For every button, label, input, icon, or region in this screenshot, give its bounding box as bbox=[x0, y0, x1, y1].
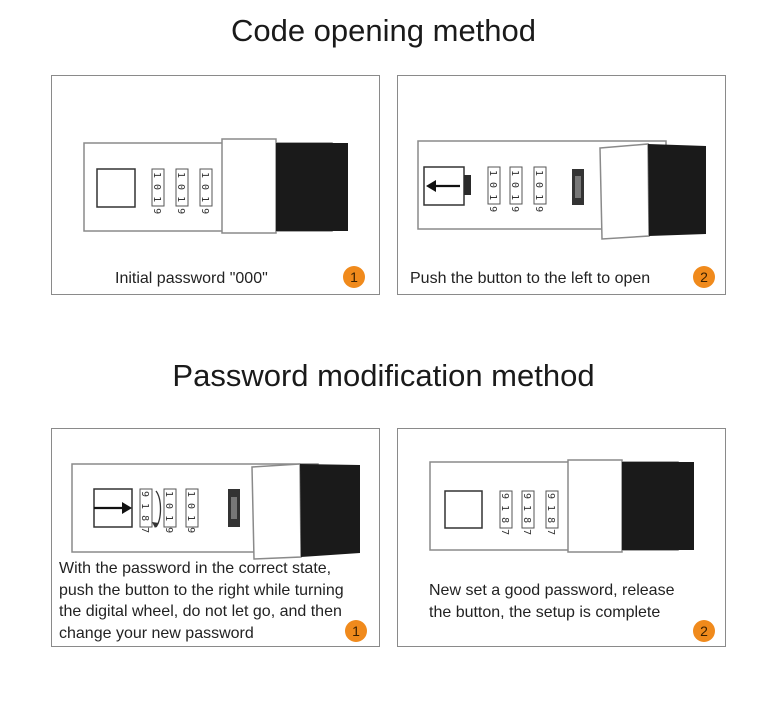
caption-line: the button, the setup is complete bbox=[429, 603, 661, 621]
digit-wheel bbox=[521, 490, 535, 529]
digit-wheel bbox=[487, 166, 501, 205]
latch-window bbox=[231, 497, 237, 519]
digit-wheel bbox=[139, 488, 153, 528]
caption-line: New set a good password, release bbox=[429, 582, 675, 599]
digit-wheel bbox=[509, 166, 523, 205]
lock-illustration-modify: 9 1 8 7 1 0 1 9 1 0 1 9 bbox=[71, 463, 360, 560]
arrow-left-icon bbox=[426, 180, 436, 192]
digit-wheel-label: 1 0 1 9 bbox=[185, 491, 196, 533]
section-title-code-opening: Code opening method bbox=[230, 13, 537, 48]
digit-wheel-label: 9 1 8 7 bbox=[545, 493, 556, 535]
lock-bezel bbox=[567, 459, 623, 553]
digit-wheel bbox=[185, 488, 199, 528]
latch-window bbox=[575, 176, 581, 198]
digit-wheel-label: 1 0 1 9 bbox=[509, 170, 520, 212]
digit-wheel bbox=[499, 490, 513, 529]
push-button bbox=[96, 168, 136, 208]
step-badge: 2 bbox=[693, 620, 715, 642]
digit-wheel bbox=[545, 490, 559, 529]
digit-wheel bbox=[533, 166, 547, 205]
lock-illustration-initial: 1 0 1 9 1 0 1 9 1 0 1 9 bbox=[83, 138, 348, 234]
section-title-password-modification: Password modification method bbox=[172, 358, 595, 393]
digit-wheel-label: 1 0 1 9 bbox=[163, 491, 174, 533]
step-caption: With the password in the correct state, … bbox=[59, 558, 344, 644]
lock-handle bbox=[622, 462, 694, 550]
step-caption: Initial password "000" bbox=[115, 270, 268, 287]
lock-illustration-push-left: 1 0 1 9 1 0 1 9 1 0 1 9 bbox=[417, 140, 706, 240]
digit-wheel bbox=[151, 168, 165, 207]
step-badge: 2 bbox=[693, 266, 715, 288]
caption-line: With the password in the correct state, bbox=[59, 560, 332, 577]
step-badge: 1 bbox=[343, 266, 365, 288]
step-badge: 1 bbox=[345, 620, 367, 642]
lock-bezel bbox=[599, 143, 650, 240]
caption-line: push the button to the right while turni… bbox=[59, 581, 344, 599]
lock-handle bbox=[300, 464, 360, 557]
lock-bezel bbox=[251, 463, 302, 560]
lock-handle bbox=[648, 144, 706, 236]
digit-wheel-label: 1 0 1 9 bbox=[533, 170, 544, 212]
digit-wheel-label: 9 1 8 7 bbox=[521, 493, 532, 535]
digit-wheel-label: 1 0 1 9 bbox=[199, 172, 210, 214]
arrow-right-icon bbox=[122, 502, 132, 514]
step-caption: New set a good password, release the but… bbox=[429, 580, 674, 623]
step-panel-push-left: 1 0 1 9 1 0 1 9 1 0 1 9 Push the button … bbox=[397, 75, 726, 295]
rotate-arrow-icon bbox=[152, 522, 159, 528]
step-panel-modify: 9 1 8 7 1 0 1 9 1 0 1 9 With the passwor… bbox=[51, 428, 380, 647]
digit-wheel-label: 9 1 8 7 bbox=[499, 493, 510, 535]
digit-wheel bbox=[163, 488, 177, 528]
lock-handle bbox=[276, 143, 348, 231]
digit-wheel-label: 1 0 1 9 bbox=[487, 170, 498, 212]
digit-wheel bbox=[199, 168, 213, 207]
slider-tab bbox=[464, 175, 471, 195]
digit-wheel-label: 9 1 8 7 bbox=[139, 491, 150, 533]
digit-wheel-label: 1 0 1 9 bbox=[175, 172, 186, 214]
step-panel-initial: 1 0 1 9 1 0 1 9 1 0 1 9 Initial password… bbox=[51, 75, 380, 295]
digit-wheel-label: 1 0 1 9 bbox=[151, 172, 162, 214]
push-button bbox=[444, 490, 483, 529]
lock-illustration-complete: 9 1 8 7 9 1 8 7 9 1 8 7 bbox=[429, 459, 694, 553]
digit-wheel bbox=[175, 168, 189, 207]
caption-line: change your new password bbox=[59, 624, 254, 642]
caption-line: the digital wheel, do not let go, and th… bbox=[59, 603, 342, 620]
step-panel-complete: 9 1 8 7 9 1 8 7 9 1 8 7 New set a good p… bbox=[397, 428, 726, 647]
lock-bezel bbox=[221, 138, 277, 234]
step-caption: Push the button to the left to open bbox=[410, 270, 651, 287]
